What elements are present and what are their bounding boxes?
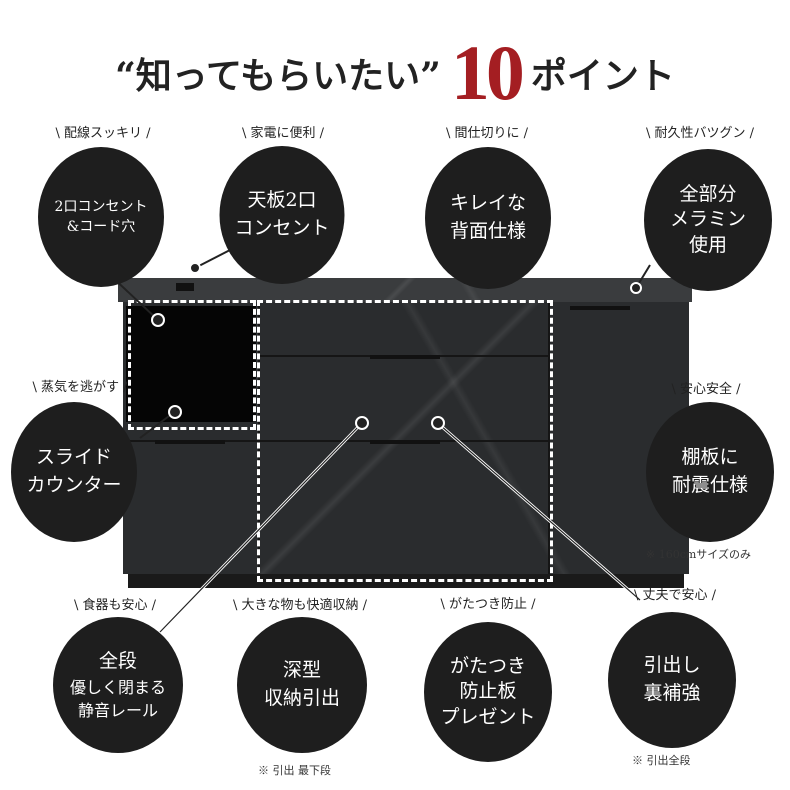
point-tag: \ 安心安全 / — [671, 382, 741, 397]
point-tag: \ 丈夫で安心 / — [633, 588, 717, 603]
callout-dot — [189, 262, 201, 274]
highlight-counter — [128, 300, 256, 430]
point-text: 2口コンセント — [54, 198, 148, 215]
open-compartment — [126, 306, 256, 422]
title-suffix: ポイント — [530, 55, 675, 97]
point-text: 天板2口 — [247, 189, 317, 212]
point-tag: \ 家電に便利 / — [241, 126, 325, 141]
callout-dot — [168, 405, 182, 419]
highlight-drawers — [257, 300, 553, 582]
callout-dot — [630, 282, 642, 294]
point-tag: \ 蒸気を逃がす / — [32, 380, 128, 395]
callout-dot — [151, 313, 165, 327]
point-text: 耐震仕様 — [671, 474, 748, 496]
point-text: 棚板に — [681, 446, 739, 469]
point-text: 全段 — [98, 650, 137, 673]
point-circle-shelf-quake: 棚板に耐震仕様 — [646, 402, 774, 542]
point-text: 裏補強 — [643, 682, 701, 704]
point-text: 深型 — [282, 659, 321, 682]
point-text: &コード穴 — [66, 219, 136, 235]
point-text: 静音レール — [77, 700, 158, 720]
point-text: プレゼント — [440, 705, 536, 728]
point-text: 防止板 — [459, 680, 517, 703]
point-note: ※ 引出全段 — [632, 754, 691, 767]
door-handle — [155, 440, 225, 444]
point-tag: \ 配線スッキリ / — [55, 126, 151, 141]
point-text: メラミン — [669, 208, 746, 231]
point-text: 全部分 — [679, 182, 737, 205]
point-text: 引出し — [643, 654, 701, 677]
callout-dot — [431, 416, 445, 430]
point-text: スライド — [35, 446, 112, 469]
title-number: 10 — [450, 29, 525, 116]
point-text: 優しく閉まる — [69, 677, 166, 697]
callout-line — [439, 424, 641, 601]
drawer-handle — [370, 355, 440, 359]
point-note: ※ 160cmサイズのみ — [646, 548, 751, 561]
point-text: カウンター — [26, 474, 122, 496]
drawer-handle — [370, 440, 440, 444]
point-tag: \ 間仕切りに / — [445, 126, 529, 141]
point-tag: \ 大きな物も快適収納 / — [232, 598, 368, 613]
callout-line — [159, 424, 361, 633]
callout-line — [139, 412, 174, 439]
point-tag: \ 食器も安心 / — [73, 598, 157, 613]
outlet — [176, 283, 194, 291]
point-circle-anti-wobble: がたつき防止板プレゼント — [424, 622, 552, 762]
point-text: 使用 — [688, 233, 727, 256]
point-tag: \ がたつき防止 / — [440, 597, 536, 612]
point-text: がたつき — [449, 654, 526, 677]
divider-right — [548, 302, 550, 574]
door-handle — [570, 306, 630, 310]
title-text: “知ってもらいたい” — [115, 55, 441, 97]
point-circle-melamine: 全部分メラミン使用 — [644, 149, 772, 291]
point-circle-deep-drawer: 深型収納引出 — [237, 617, 367, 753]
point-text: 収納引出 — [263, 687, 340, 709]
callout-line — [194, 249, 231, 269]
callout-dot — [355, 416, 369, 430]
point-circle-top-outlet: 天板2口コンセント — [219, 146, 345, 284]
point-text: キレイな — [449, 192, 526, 215]
point-circle-slide-counter: スライドカウンター — [11, 402, 137, 542]
cabinet-top — [118, 278, 692, 302]
point-circle-outlet-cord: 2口コンセント&コード穴 — [38, 147, 164, 287]
point-circle-drawer-reinforce: 引出し裏補強 — [608, 612, 736, 748]
point-circle-soft-close: 全段優しく閉まる静音レール — [53, 617, 183, 753]
point-text: コンセント — [234, 217, 330, 239]
point-text: 背面仕様 — [449, 220, 526, 242]
point-note: ※ 引出 最下段 — [258, 764, 331, 777]
point-circle-back-finish: キレイな背面仕様 — [425, 147, 551, 289]
point-tag: \ 耐久性バツグン / — [645, 126, 755, 141]
